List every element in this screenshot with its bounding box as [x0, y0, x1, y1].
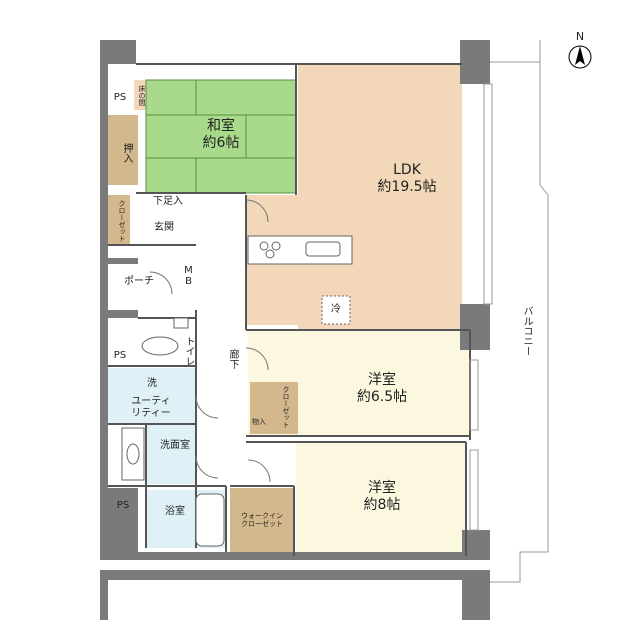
washitsu-floor [146, 80, 296, 193]
toilet-label: トイレ [183, 336, 194, 366]
closet-room1-label: クローゼット [282, 386, 290, 428]
north-label: N [575, 30, 585, 43]
porch-label: ポーチ [124, 276, 154, 287]
closet-entry-label: クローゼット [118, 200, 126, 242]
fridge-space [321, 295, 351, 325]
washitsu-label: 和室 約6帖 [176, 118, 266, 152]
utility-floor [108, 368, 196, 424]
geta-label: 下足入 [153, 196, 183, 207]
toilet-fixture [141, 317, 189, 356]
utility-label: ユーティ リティー [116, 396, 186, 420]
windows [469, 83, 493, 531]
utility-line-1: ユーティ [131, 396, 171, 407]
yoshitsu1-name: 洋室 [368, 372, 396, 388]
ldk-size: 約19.5帖 [377, 178, 437, 195]
monoire-label: 物入 [252, 418, 266, 426]
walkin-line-1: ウォークイン [241, 512, 283, 520]
balcony-outline [469, 40, 549, 583]
oshiire-floor [108, 115, 138, 185]
senmen-text: 洗面室 [160, 440, 190, 451]
walkin-label: ウォークイン クローゼット [230, 512, 294, 529]
tokonoma-label: 床の間 [138, 84, 146, 106]
walkin-floor [230, 488, 294, 556]
senmen-floor [146, 424, 196, 484]
mb-label: MB [183, 265, 194, 287]
tokonoma-floor [134, 80, 146, 110]
oshiire-label: 押入 [121, 143, 132, 163]
balcony-label: バルコニー [521, 306, 532, 356]
bathtub [195, 493, 225, 547]
utility-line-2: リティー [131, 408, 171, 419]
ps3-label: PS [116, 500, 130, 511]
compass-glyph [568, 45, 592, 69]
yoshitsu2-floor [296, 442, 466, 556]
sen-label: 洗 [147, 378, 157, 389]
closet-entry-floor [108, 195, 130, 245]
kitchen-counter [247, 235, 353, 265]
yokushitsu-text: 浴室 [165, 506, 185, 517]
yoshitsu1-size: 約6.5帖 [356, 388, 408, 405]
yokushitsu-label: 浴室 [160, 506, 190, 518]
senmen-label: 洗面室 [160, 440, 190, 452]
yoshitsu2-name: 洋室 [368, 480, 396, 496]
yoshitsu1-label: 洋室 約6.5帖 [332, 372, 432, 406]
genkan-label: 玄関 [154, 222, 174, 233]
yoshitsu2-size: 約8帖 [363, 496, 401, 513]
ps1-label: PS [113, 92, 127, 103]
closet-room1-floor [250, 382, 298, 434]
roka-label: 廊下 [227, 349, 238, 369]
washbasin [121, 427, 145, 481]
walkin-line-2: クローゼット [241, 520, 283, 529]
yoshitsu2-label: 洋室 約8帖 [332, 480, 432, 514]
fridge-label: 冷 [331, 304, 341, 315]
ldk-name: LDK [393, 162, 421, 178]
door-swings [149, 199, 271, 483]
ps2-label: PS [113, 350, 127, 361]
washitsu-size: 約6帖 [202, 134, 240, 151]
north-arrow-icon: N [568, 30, 592, 72]
washitsu-name: 和室 [207, 118, 235, 134]
ldk-label: LDK 約19.5帖 [352, 162, 462, 196]
